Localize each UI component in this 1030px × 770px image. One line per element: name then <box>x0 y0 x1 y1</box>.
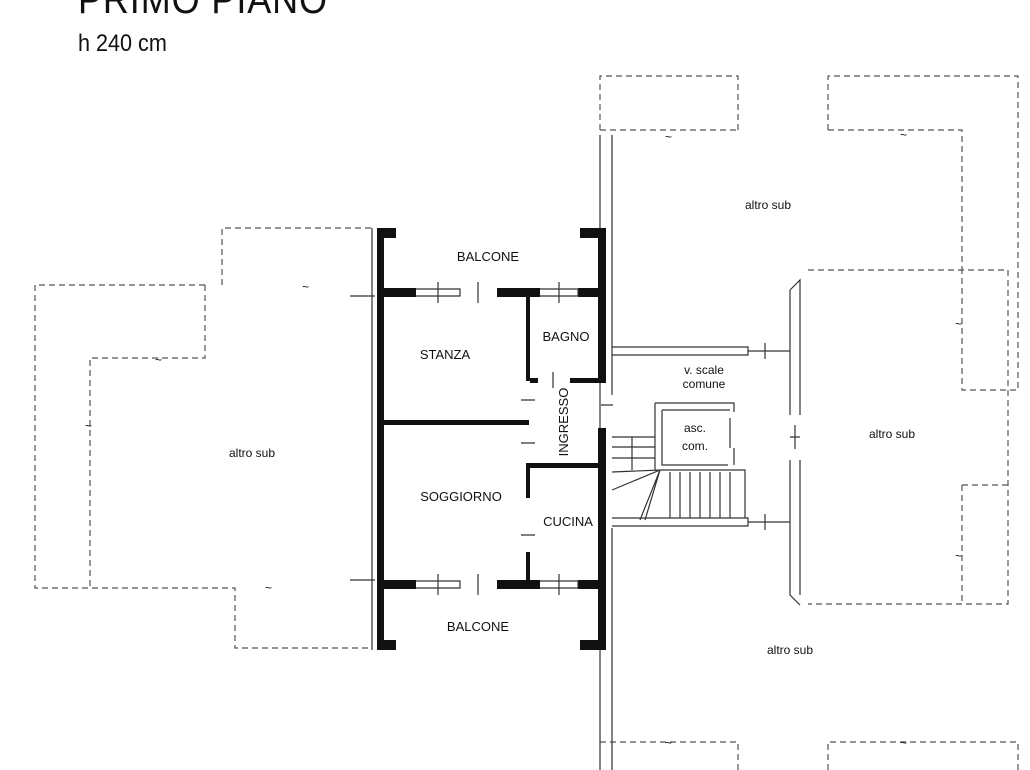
break-symbol: ~ <box>665 130 672 144</box>
apartment-walls <box>377 228 606 650</box>
left-unit-outline <box>34 227 372 649</box>
room-label-ingresso: INGRESSO <box>556 388 571 457</box>
break-symbol: ~ <box>155 353 162 367</box>
windows <box>416 282 613 595</box>
break-symbol: ~ <box>955 549 962 563</box>
break-symbols: ~ ~ ~ ~ ~ ~ ~ ~ ~ ~ <box>85 128 962 750</box>
break-symbol: ~ <box>900 736 907 750</box>
lift-label-line2: com. <box>682 439 708 453</box>
lift-shaft <box>654 402 735 470</box>
other-unit-label-top-right: altro sub <box>745 198 791 212</box>
room-label-stanza: STANZA <box>420 347 471 362</box>
lift-label-line1: asc. <box>684 421 706 435</box>
room-label-balcone-top: BALCONE <box>457 249 519 264</box>
bottom-right-unit-outline <box>600 741 1019 770</box>
other-unit-label-left: altro sub <box>229 446 275 460</box>
floor-title: PRIMO PIANO <box>78 0 328 22</box>
room-label-soggiorno: SOGGIORNO <box>420 489 502 504</box>
room-label-cucina: CUCINA <box>543 514 593 529</box>
right-corridor-wall <box>789 278 801 606</box>
room-label-balcone-bottom: BALCONE <box>447 619 509 634</box>
right-unit-outline <box>808 269 1009 605</box>
stairs-label-line1: v. scale <box>684 363 724 377</box>
other-unit-label-bottom-right: altro sub <box>767 643 813 657</box>
break-symbol: ~ <box>265 581 272 595</box>
other-unit-label-right: altro sub <box>869 427 915 441</box>
break-symbol: ~ <box>665 736 672 750</box>
stairs <box>611 436 746 521</box>
break-symbol: ~ <box>85 419 92 433</box>
stairs-label-line2: comune <box>683 377 726 391</box>
break-symbol: ~ <box>955 317 962 331</box>
ceiling-height: h 240 cm <box>78 30 167 57</box>
door-marks <box>748 343 800 530</box>
room-label-bagno: BAGNO <box>543 329 590 344</box>
top-right-unit-outline <box>599 75 1019 391</box>
break-symbol: ~ <box>302 280 309 294</box>
break-symbol: ~ <box>900 128 907 142</box>
